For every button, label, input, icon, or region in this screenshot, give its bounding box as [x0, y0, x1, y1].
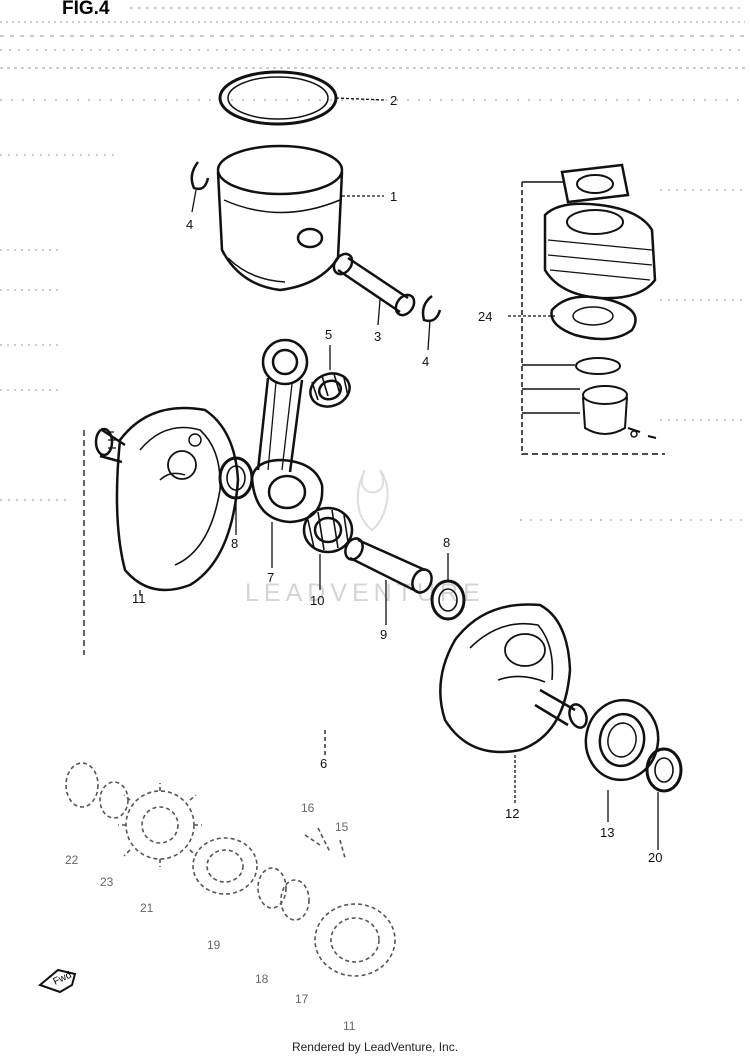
oil-seal: [645, 747, 683, 793]
callout-6: 6: [320, 756, 327, 771]
callout-15: 15: [335, 820, 349, 834]
callout-8-left: 8: [231, 536, 238, 551]
callout-11-lower: 11: [343, 1019, 356, 1033]
piston-pin: [332, 252, 416, 317]
forward-arrow-icon: Fwd: [38, 968, 77, 994]
callout-23: 23: [100, 875, 114, 889]
callout-13: 13: [600, 825, 614, 840]
connecting-rod: [250, 338, 324, 524]
callout-12: 12: [505, 806, 519, 821]
callout-24: 24: [478, 309, 492, 324]
small-end-bearing: [309, 372, 351, 408]
piston-ring: [218, 70, 338, 126]
piston-pin-circlip-lower: [421, 295, 442, 323]
figure-title: FIG.4: [62, 0, 110, 19]
piston-pin-circlip-upper: [190, 161, 210, 191]
callout-5: 5: [325, 327, 332, 342]
callout-8-right: 8: [443, 535, 450, 550]
cylinder-group: [521, 163, 665, 455]
callout-4-upper: 4: [186, 217, 193, 232]
leader-lines: [83, 97, 659, 850]
callout-2: 2: [390, 93, 397, 108]
callout-18: 18: [255, 972, 269, 986]
callout-4-lower: 4: [422, 354, 429, 369]
watermark-text: LEADVENTURE: [245, 579, 485, 607]
crank-pin: [344, 537, 433, 594]
callouts: 2 1 4 3 4 24 5 8 8 7 10 11 9 6 12 13 20 …: [65, 93, 662, 1033]
footer-credit: Rendered by LeadVenture, Inc.: [291, 1040, 459, 1054]
right-crank-half: [439, 603, 588, 754]
scan-noise: [0, 7, 745, 521]
callout-11-upper: 11: [132, 591, 146, 606]
thrust-washer-right: [430, 579, 466, 621]
callout-9: 9: [380, 627, 387, 642]
callout-3: 3: [374, 329, 381, 344]
callout-19: 19: [207, 938, 221, 952]
callout-21: 21: [140, 901, 154, 915]
callout-16: 16: [301, 801, 315, 815]
callout-17: 17: [295, 992, 309, 1006]
faint-lower-parts: [65, 762, 396, 977]
callout-7: 7: [267, 570, 274, 585]
left-crank-half: [94, 406, 240, 592]
big-end-bearing: [302, 506, 354, 554]
main-bearing: [584, 698, 660, 782]
piston: [216, 144, 344, 292]
callout-10: 10: [310, 593, 324, 608]
callout-1: 1: [390, 189, 397, 204]
callout-20: 20: [648, 850, 662, 865]
callout-22: 22: [65, 853, 79, 867]
